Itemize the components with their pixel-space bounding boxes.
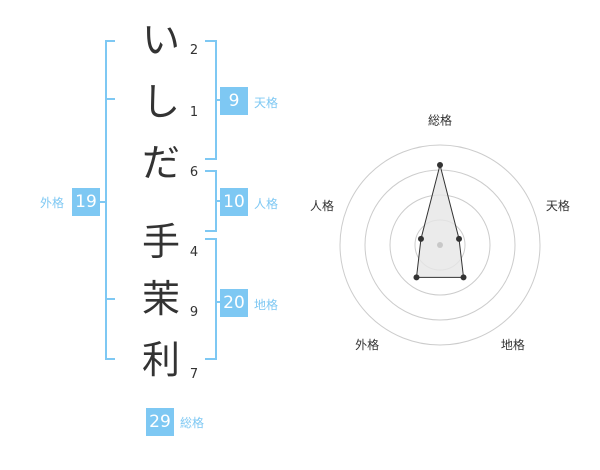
radar-point-4: [413, 274, 420, 281]
radar-point-1: [437, 162, 443, 168]
radar-axis-label-5: 人格: [310, 198, 334, 213]
radar-axis-label-3: 地格: [501, 337, 525, 352]
chikaku-label: 地格: [254, 298, 279, 312]
stroke-count-6: 7: [189, 367, 199, 382]
radar-point-2: [456, 235, 463, 242]
jinkaku-label: 人格: [254, 197, 279, 211]
radar-axis-label-2: 天格: [546, 198, 570, 213]
stroke-count-2: 1: [189, 105, 199, 120]
stroke-count-4: 4: [189, 245, 199, 260]
gaikaku-bracket-tick: [107, 298, 115, 300]
radar-point-5: [417, 235, 424, 242]
name-char-5: 茉: [141, 277, 180, 321]
chikaku-value-badge: 20: [220, 289, 248, 317]
name-char-6: 利: [141, 338, 180, 382]
chikaku-bracket: [205, 238, 217, 360]
tenkaku-label: 天格: [254, 96, 279, 110]
radar-axis-label-1: 総格: [428, 113, 452, 128]
tenkaku-bracket-connector: [215, 99, 221, 101]
radar-axis-label-4: 外格: [355, 337, 379, 352]
stroke-count-3: 6: [189, 165, 199, 180]
stroke-count-1: 2: [189, 43, 199, 58]
radar-center-dot: [437, 242, 443, 248]
gaikaku-value-badge: 19: [72, 188, 100, 216]
tenkaku-value-badge: 9: [220, 87, 248, 115]
name-char-1: い: [141, 18, 180, 62]
gaikaku-bracket-connector: [99, 201, 107, 203]
gaikaku-label: 外格: [40, 196, 65, 210]
name-char-2: し: [141, 80, 180, 124]
jinkaku-bracket-connector: [215, 200, 221, 202]
radar-data-polygon: [415, 164, 465, 278]
jinkaku-value-badge: 10: [220, 188, 248, 216]
soukaku-label: 総格: [180, 416, 205, 430]
stroke-count-5: 9: [189, 305, 199, 320]
name-char-4: 手: [141, 220, 180, 264]
soukaku-value-badge: 29: [146, 408, 174, 436]
radar-point-3: [460, 274, 467, 281]
radar-grid-ring: [339, 144, 541, 346]
gaikaku-bracket: [105, 40, 115, 360]
gaikaku-bracket-tick: [107, 98, 115, 100]
name-char-3: だ: [141, 141, 180, 185]
chikaku-bracket-connector: [215, 301, 221, 303]
